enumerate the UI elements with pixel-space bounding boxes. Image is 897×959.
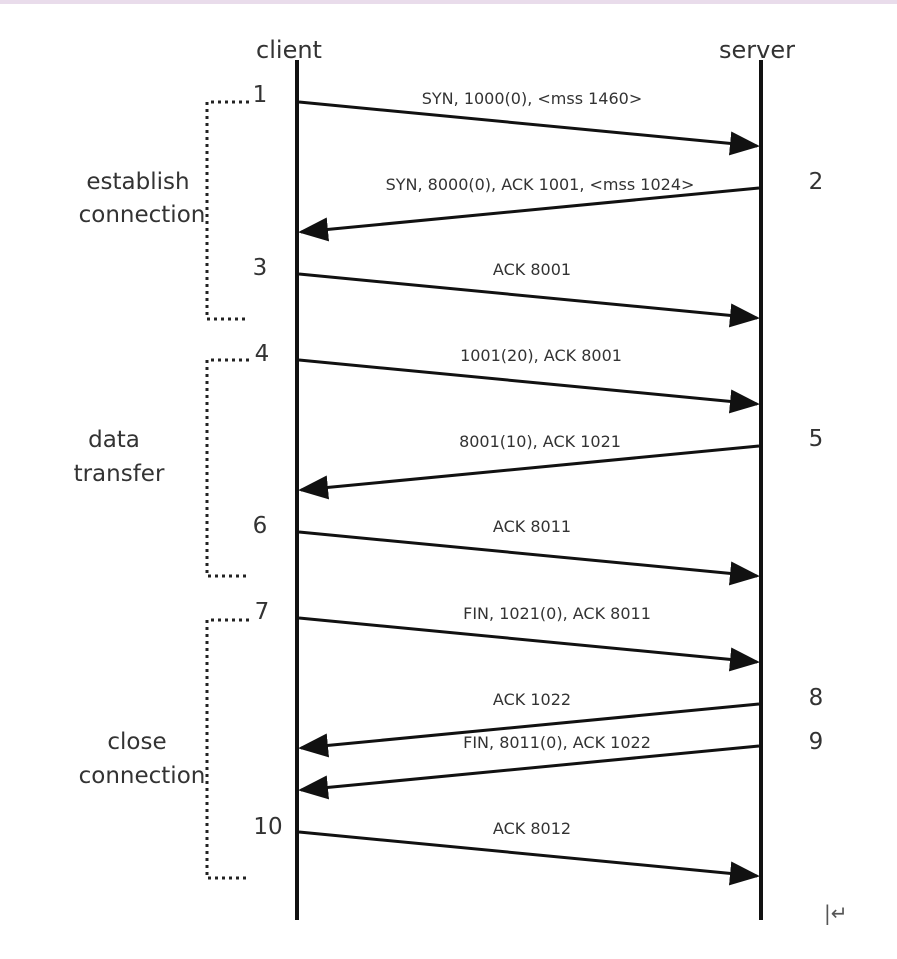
message-label-1: SYN, 1000(0), <mss 1460> (422, 89, 643, 108)
step-number-1: 1 (253, 82, 268, 108)
step-number-3: 3 (253, 255, 268, 281)
step-number-4: 4 (255, 341, 270, 367)
text-cursor-mark: |↵ (824, 901, 848, 925)
message-label-10: ACK 8012 (493, 819, 571, 838)
phase-label-establish-line2: connection (79, 202, 206, 228)
message-arrow-2 (298, 186, 760, 242)
message-label-7: FIN, 1021(0), ACK 8011 (463, 604, 651, 623)
phase-bracket-close (205, 618, 249, 880)
step-number-2: 2 (809, 169, 824, 195)
message-arrow-1 (298, 100, 760, 156)
step-number-5: 5 (809, 426, 824, 452)
message-label-5: 8001(10), ACK 1021 (459, 432, 621, 451)
client-actor-label: client (256, 36, 322, 64)
phase-bracket-establish (205, 100, 249, 321)
message-arrow-10 (298, 830, 760, 886)
phase-label-data-line2: transfer (74, 461, 165, 487)
message-arrow-9 (298, 744, 760, 800)
message-label-3: ACK 8001 (493, 260, 571, 279)
top-border-strip (0, 0, 897, 4)
message-label-8: ACK 1022 (493, 690, 571, 709)
server-actor-label: server (719, 36, 795, 64)
phase-bracket-data (205, 358, 249, 578)
message-arrow-3 (298, 272, 760, 328)
phase-label-data-line1: data (88, 427, 140, 453)
step-number-6: 6 (253, 513, 268, 539)
phase-label-establish-line1: establish (86, 169, 189, 195)
message-arrow-6 (298, 530, 760, 586)
message-label-2: SYN, 8000(0), ACK 1001, <mss 1024> (386, 175, 695, 194)
message-label-6: ACK 8011 (493, 517, 571, 536)
message-arrow-5 (298, 444, 760, 500)
step-number-8: 8 (809, 685, 824, 711)
phase-label-close-line1: close (107, 729, 166, 755)
message-arrow-8 (298, 702, 760, 758)
message-label-4: 1001(20), ACK 8001 (460, 346, 622, 365)
message-arrow-7 (298, 616, 760, 672)
message-label-9: FIN, 8011(0), ACK 1022 (463, 733, 651, 752)
step-number-7: 7 (255, 599, 270, 625)
phase-label-close-line2: connection (79, 763, 206, 789)
step-number-10: 10 (253, 814, 282, 840)
step-number-9: 9 (809, 729, 824, 755)
message-arrow-4 (298, 358, 760, 414)
